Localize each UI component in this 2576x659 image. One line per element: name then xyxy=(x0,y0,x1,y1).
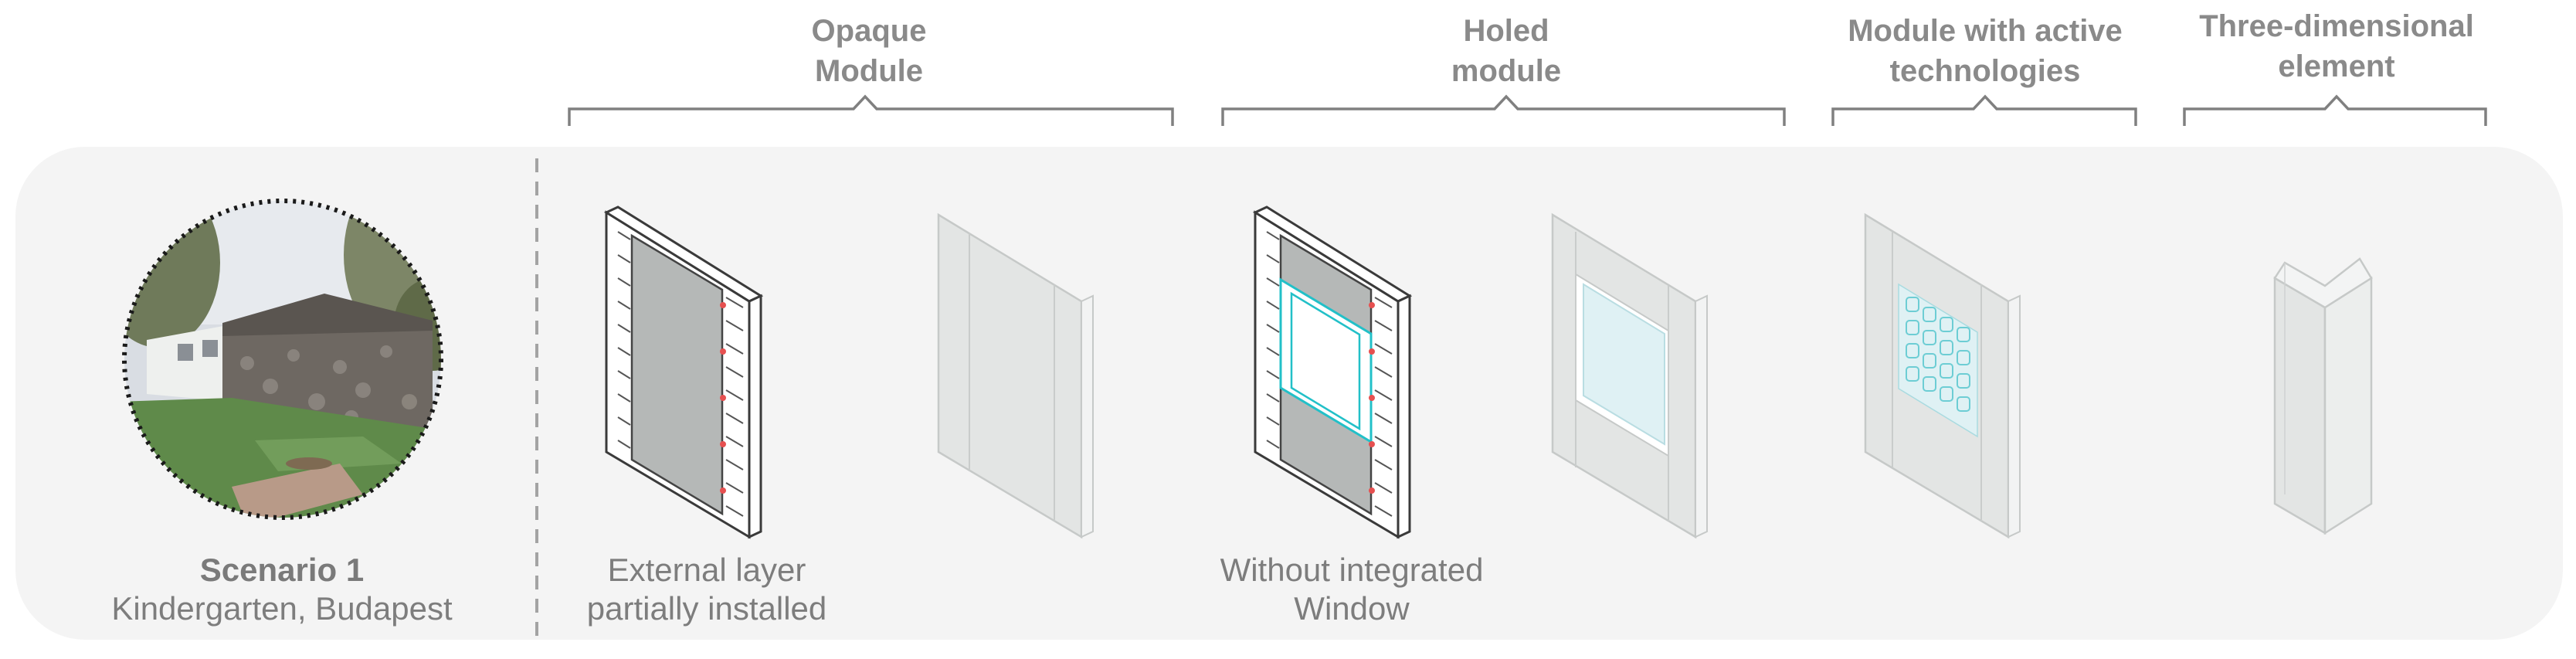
three-dimensional-element-illustration xyxy=(2273,257,2373,535)
opaque-module-frame-illustration xyxy=(603,206,764,539)
opaque-module-clad-illustration xyxy=(937,212,1094,539)
caption-opaque: External layer partially installed xyxy=(545,551,869,628)
category-title-line: Module xyxy=(815,54,923,88)
category-title-threed: Three-dimensional element xyxy=(2174,6,2499,87)
bracket-holed xyxy=(1221,94,1786,126)
scenario-caption: Scenario 1 Kindergarten, Budapest xyxy=(77,551,487,628)
category-title-line: element xyxy=(2278,49,2395,83)
category-title-line: Three-dimensional xyxy=(2199,9,2474,43)
scenario-title: Scenario 1 xyxy=(199,552,365,588)
caption-line: Without integrated xyxy=(1220,552,1484,588)
active-technologies-module-illustration xyxy=(1864,212,2021,539)
category-title-line: Opaque xyxy=(811,14,927,48)
holed-module-clad-illustration xyxy=(1551,212,1708,539)
bracket-opaque xyxy=(568,94,1174,126)
holed-module-frame-illustration xyxy=(1252,206,1413,539)
bracket-threed xyxy=(2183,94,2487,126)
category-title-opaque: Opaque Module xyxy=(765,11,973,91)
scenario-photo-border xyxy=(122,199,443,520)
category-title-line: Holed xyxy=(1463,14,1549,48)
caption-line: External layer xyxy=(607,552,806,588)
bracket-active xyxy=(1831,94,2137,126)
caption-line: partially installed xyxy=(586,590,827,627)
category-title-line: Module with active xyxy=(1848,14,2123,48)
category-title-line: technologies xyxy=(1889,54,2081,88)
category-title-line: module xyxy=(1451,54,1562,88)
category-title-active: Module with active technologies xyxy=(1823,11,2147,91)
scenario-subtitle: Kindergarten, Budapest xyxy=(111,590,453,627)
category-title-holed: Holed module xyxy=(1406,11,1607,91)
caption-holed: Without integrated Window xyxy=(1190,551,1514,628)
caption-line: Window xyxy=(1294,590,1410,627)
